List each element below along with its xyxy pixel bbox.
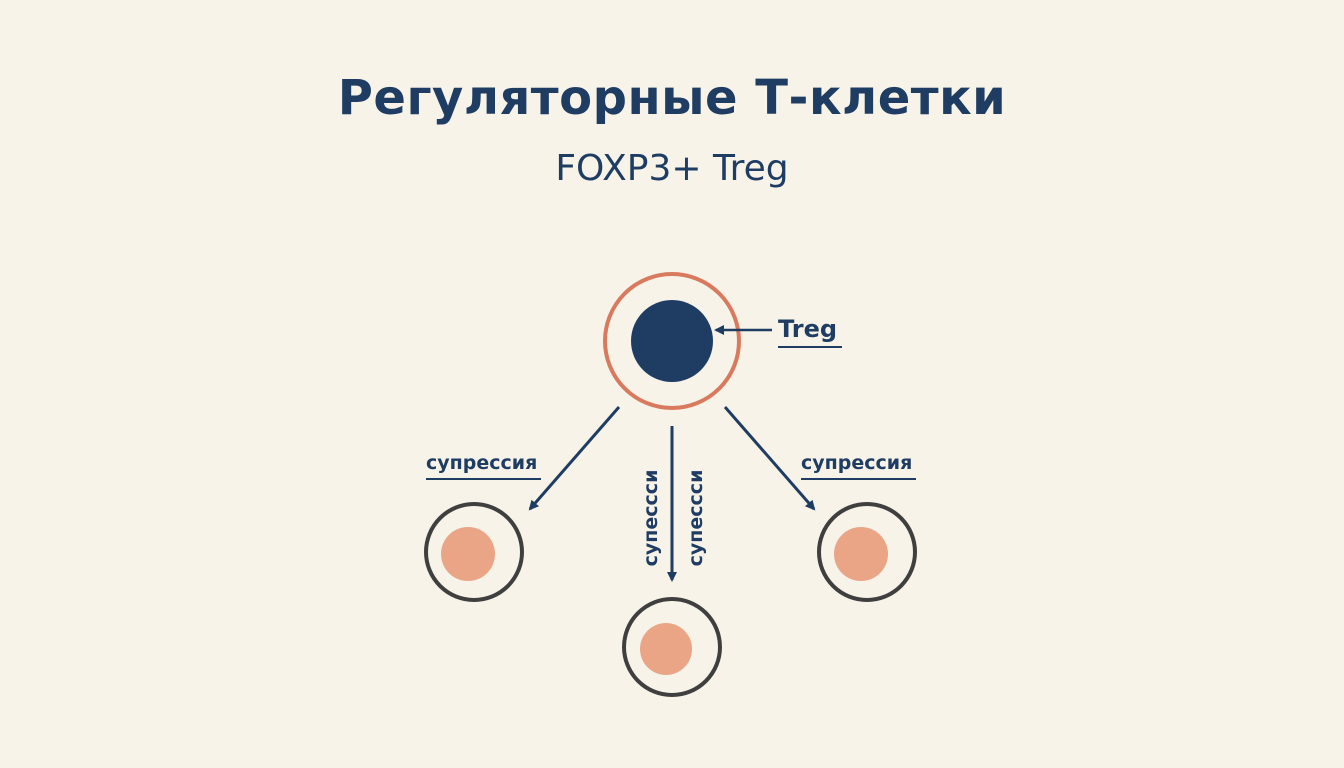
middle-edge-label-left: супесcси [640, 470, 662, 567]
left-suppression-arrow [528, 406, 621, 511]
page-title: Регуляторные Т-клетки [337, 70, 1007, 126]
right-edge-label: супрессия [801, 452, 912, 474]
treg-label: Treg [778, 315, 837, 343]
target-cell-right-nucleus [834, 527, 888, 581]
middle-edge-label-right: супесcси [685, 470, 707, 567]
right-suppression-arrow [723, 406, 816, 511]
target-cell-left-nucleus [441, 527, 495, 581]
treg-cell [603, 272, 741, 410]
target-cell-middle-nucleus [640, 623, 692, 675]
page-subtitle: FOXP3+ Treg [555, 148, 789, 189]
treg-nucleus [631, 300, 713, 382]
target-cell-right [817, 502, 917, 602]
target-cell-middle [622, 597, 722, 697]
target-cell-left [424, 502, 524, 602]
left-edge-label: супрессия [426, 452, 537, 474]
